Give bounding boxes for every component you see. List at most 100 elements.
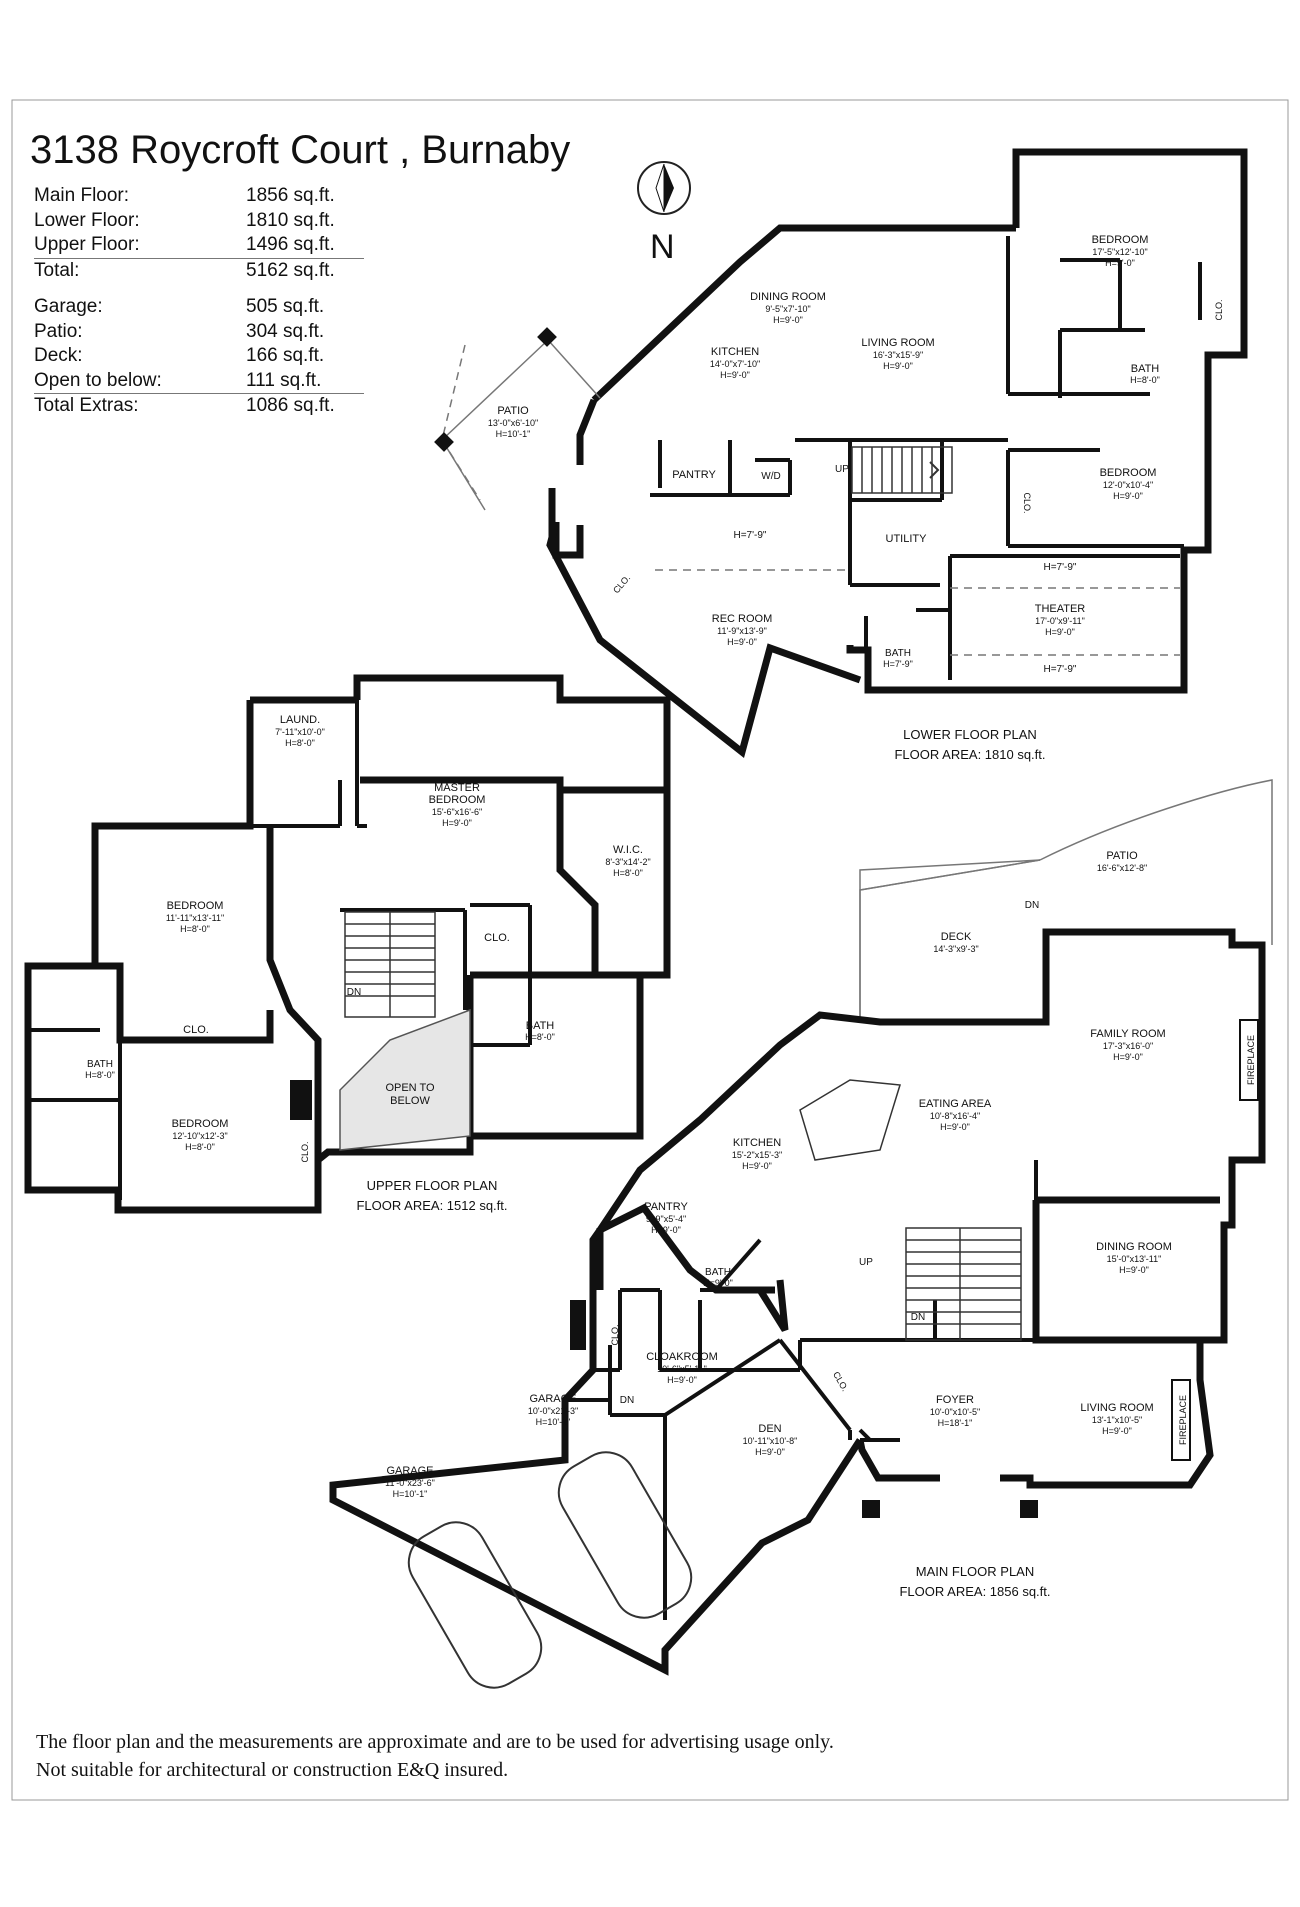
- room-dims: 11'-9"x13'-9": [717, 626, 767, 636]
- room-height: H=9'-0": [703, 1278, 733, 1288]
- room-name: PANTRY: [644, 1201, 688, 1213]
- room-height: H=9'-0": [742, 1161, 772, 1171]
- room-dims: 13'-1"x10'-5": [1092, 1415, 1142, 1425]
- wall: [552, 522, 584, 559]
- room-dims: 14'-0"x7'-10": [710, 359, 760, 369]
- pantry-label: PANTRY: [672, 469, 716, 481]
- compass-label: N: [650, 228, 675, 266]
- summary-row-lower: Lower Floor:1810 sq.ft.: [34, 209, 364, 234]
- room-name: PATIO: [497, 405, 529, 417]
- main-floor-plan: PATIO 16'-6"x12'-8" DECK 14'-3"x9'-3" FA…: [329, 779, 1273, 1689]
- down-label: DN: [620, 1395, 634, 1406]
- summary-row-deck: Deck: 166 sq.ft.: [34, 344, 364, 369]
- plan-title: MAIN FLOOR PLAN: [916, 1564, 1034, 1579]
- room-name: KITCHEN: [711, 346, 759, 358]
- room-height: H=9'-0": [651, 1225, 681, 1235]
- page-border: [11, 99, 1289, 1801]
- room-height: H=10'-1": [536, 1417, 571, 1427]
- room-height: H=8'-0": [85, 1070, 115, 1080]
- patio-outline: [1039, 779, 1273, 945]
- plan-floor-area: FLOOR AREA: 1810 sq.ft.: [894, 747, 1045, 762]
- north-arrow-icon: N: [637, 161, 691, 266]
- summary-row-open: Open to below:111 sq.ft.: [34, 369, 364, 394]
- disclaimer-line: The floor plan and the measurements are …: [36, 1731, 834, 1753]
- fireplace-label: FIREPLACE: [1178, 1395, 1188, 1445]
- down-label: DN: [347, 987, 361, 998]
- room-height: H=8'-0": [185, 1142, 215, 1152]
- room-name: BATH: [87, 1059, 113, 1070]
- room-name: BATH: [1131, 363, 1160, 375]
- room-name: BEDROOM: [167, 900, 224, 912]
- room-name: W.I.C.: [613, 844, 643, 856]
- wall: [596, 952, 1050, 1290]
- summary-label: Patio:: [34, 320, 83, 342]
- height-label: H=7'-9": [1044, 664, 1077, 675]
- closet-label: CLO.: [1214, 299, 1224, 320]
- room-name: GARAGE: [529, 1393, 576, 1405]
- room-name: DEN: [758, 1423, 781, 1435]
- summary-value: 166 sq.ft.: [246, 345, 325, 366]
- summary-label: Garage:: [34, 296, 103, 317]
- summary-label: Open to below:: [34, 369, 162, 391]
- room-dims: 10'-0"x21'-3": [528, 1406, 578, 1416]
- summary-value: 1496 sq.ft.: [246, 234, 335, 255]
- closet-label: CLO.: [484, 932, 510, 944]
- summary-value: 5162 sq.ft.: [246, 259, 335, 281]
- room-height: H=9'-0": [1045, 627, 1075, 637]
- room-dims: 11'-11"x13'-11": [166, 913, 224, 923]
- room-height: H=9'-0": [442, 818, 472, 828]
- room-height: H=9'-0": [720, 370, 750, 380]
- down-label: DN: [1025, 900, 1039, 911]
- wall: [1000, 1474, 1070, 1489]
- car-icon: [407, 1451, 693, 1689]
- room-name: BATH: [885, 648, 911, 659]
- room-height: H=7'-9": [883, 659, 913, 669]
- room-dims: 12'-0"x10'-4": [1103, 480, 1153, 490]
- room-dims: 17'-0"x9'-11": [1035, 616, 1085, 626]
- room-name: BATH: [526, 1020, 555, 1032]
- summary-row-main: Main Floor:1856 sq.ft.: [34, 184, 364, 209]
- wall: [576, 398, 598, 465]
- room-dims: 17'-5"x12'-10": [1092, 247, 1147, 257]
- summary-row-patio: Patio: 304 sq.ft.: [34, 320, 364, 345]
- room-dims: 8'-3"x14'-2": [605, 857, 650, 867]
- summary-label: Deck:: [34, 345, 83, 366]
- closet-label: CLO.: [1022, 492, 1032, 513]
- property-address-title: 3138 Roycroft Court , Burnaby: [30, 128, 571, 172]
- room-height: H=9'-0": [1113, 491, 1143, 501]
- room-name: DINING ROOM: [750, 291, 826, 303]
- summary-row-upper: Upper Floor:1496 sq.ft.: [34, 233, 364, 258]
- room-dims: 10'-11"x10'-8": [743, 1436, 798, 1446]
- utility-label: UTILITY: [886, 533, 928, 545]
- wall: [757, 1279, 789, 1332]
- room-height: H=8'-0": [180, 924, 210, 934]
- room-name: BEDROOM: [1100, 467, 1157, 479]
- plan-title: UPPER FLOOR PLAN: [367, 1178, 498, 1193]
- summary-value: 1810 sq.ft.: [246, 209, 335, 231]
- summary-row-total: Total:5162 sq.ft.: [34, 257, 364, 284]
- stairs-lower: [851, 446, 953, 494]
- fireplace-label: FIREPLACE: [1246, 1035, 1256, 1085]
- room-name: MASTER: [434, 782, 480, 794]
- summary-label: Main Floor:: [34, 185, 130, 206]
- room-height: H=9'-0": [1105, 258, 1135, 268]
- summary-value: 505 sq.ft.: [246, 296, 325, 317]
- area-summary: Main Floor:1856 sq.ft. Lower Floor:1810 …: [34, 184, 364, 419]
- room-height: H=9'-0": [667, 1375, 697, 1385]
- summary-value: 304 sq.ft.: [246, 320, 325, 342]
- closet-label: CLO.: [611, 573, 632, 596]
- room-name: BEDROOM: [1092, 234, 1149, 246]
- room-dims: 15'-0"x13'-11": [1107, 1254, 1162, 1264]
- room-name: PATIO: [1106, 850, 1138, 862]
- room-dims: 14'-3"x9'-3": [933, 944, 978, 954]
- wall: [315, 790, 671, 1163]
- room-name: LAUND.: [280, 714, 320, 726]
- room-name: BATH: [705, 1267, 731, 1278]
- room-dims: 11'-0"x23'-6": [385, 1478, 435, 1488]
- room-name: EATING AREA: [919, 1098, 992, 1110]
- room-dims: 13'-0"x6'-10": [488, 418, 538, 428]
- room-name: CLOAKROOM: [646, 1351, 718, 1363]
- closet-label: CLO.: [300, 1141, 310, 1162]
- room-name: OPEN TO: [385, 1082, 435, 1094]
